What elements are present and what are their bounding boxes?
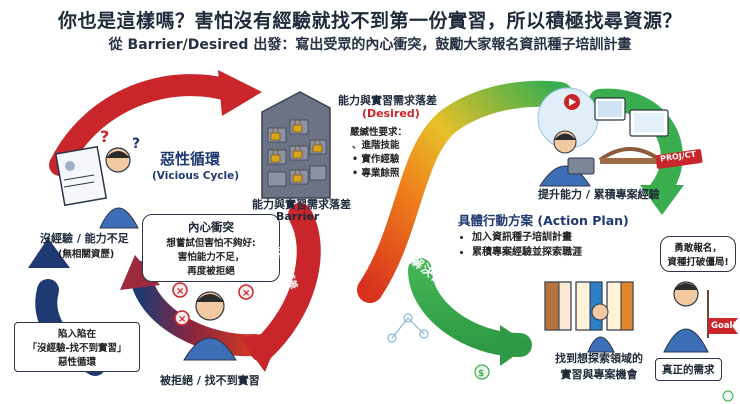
doors-illustration — [544, 281, 634, 353]
desired-requirement-2: • 實作經驗 — [352, 154, 400, 165]
find-opportunity-line-2: 實習與專案機會 — [560, 368, 638, 381]
cycle-arrowhead-top — [218, 70, 262, 116]
svg-text:×: × — [176, 286, 184, 297]
page-title: 你也是這樣嗎？害怕沒有經驗就找不到第一份實習，所以積極找尋資源？ — [57, 10, 682, 32]
inner-conflict-line-1: 想嘗試但害怕不夠好: — [166, 238, 256, 249]
improve-label: 提升能力 / 累積專案經驗 — [538, 188, 660, 201]
encourage-line-2: 資種打破僵局! — [667, 257, 729, 268]
trapped-line-3: 惡性循環 — [57, 357, 96, 368]
page-subtitle: 從 Barrier/Desired 出發：寫出受眾的內心衝突，鼓勵大家報名資訊種… — [108, 37, 632, 53]
trapped-line-2: 「沒經驗-找不到實習」 — [27, 343, 127, 354]
barrier-label: Barrier — [276, 210, 320, 223]
network-icon — [387, 313, 429, 343]
money-icon: $ — [474, 364, 490, 380]
vicious-cycle-label: 惡性循環 — [160, 150, 221, 168]
no-experience-label: 沒經驗 / 能力不足 — [40, 232, 129, 245]
encourage-bubble: 勇敢報名， 資種打破僵局! — [660, 236, 736, 272]
learning-illustration — [537, 87, 669, 187]
inner-conflict-bubble: 內心衝突 想嘗試但害怕不夠好: 害怕能力不足， 再度被拒絕 — [142, 214, 280, 282]
svg-text:$: $ — [478, 369, 484, 379]
action-plan-item-1: 加入資訊種子培訓計畫 — [472, 228, 582, 243]
inner-conflict-line-3: 再度被拒絕 — [187, 266, 235, 277]
svg-text:?: ? — [132, 136, 140, 152]
desired-title: 能力與實習需求落差 — [338, 94, 437, 107]
goal-flag-label: Goal! — [711, 321, 737, 331]
encourage-line-1: 勇敢報名， — [674, 243, 722, 254]
person-rejected-icon: × × × — [172, 282, 254, 361]
person-resume-icon: ? ? — [54, 127, 140, 229]
real-need-box: 真正的需求 — [655, 358, 722, 381]
green-arrowhead-top — [640, 185, 684, 215]
barrier-gap-label: 能力與實習需求落差 — [252, 198, 351, 211]
lock-icon — [270, 119, 323, 183]
trapped-line-1: 陷入陷在 — [57, 329, 96, 340]
trapped-box: 陷入陷在 「沒經驗-找不到實習」 惡性循環 — [14, 322, 140, 372]
svg-text:×: × — [178, 314, 186, 325]
cycle-arrow-top — [49, 74, 246, 176]
desired-requirements-list: 、進階技能 • 實作經驗 • 專業餘照 — [352, 137, 400, 179]
inner-conflict-title: 內心衝突 — [188, 220, 234, 234]
cycle-arrowhead-left — [28, 238, 70, 268]
action-plan-list: 加入資訊種子培訓計畫 累積專案經驗並探索職涯 — [458, 228, 582, 258]
desired-requirement-3: • 專業餘照 — [352, 168, 400, 179]
project-tag — [655, 149, 703, 169]
action-plan-item-2: 累積專案經驗並探索職涯 — [472, 243, 582, 258]
goal-person-icon — [663, 281, 738, 353]
no-experience-sub: (無相關資歷) — [58, 249, 115, 260]
desired-requirements-title: 嚴緘性要求： — [350, 127, 408, 138]
inner-conflict-line-2: 害怕能力不足， — [177, 252, 245, 263]
solution-path-arrow — [357, 80, 573, 303]
rejected-label: 被拒絕 / 找不到實習 — [160, 374, 260, 387]
action-plan-title: 具體行動方案 (Action Plan) — [458, 213, 629, 228]
vicious-cycle-label-en: (Vicious Cycle) — [152, 170, 240, 182]
barrier-wall — [261, 91, 331, 199]
cycle-arrowhead-right — [240, 330, 282, 372]
desired-label: (Desired) — [362, 107, 420, 120]
svg-text:?: ? — [100, 127, 109, 146]
find-opportunity: 找到想探索領域的 實習與專案機會 — [534, 350, 664, 382]
desired-requirement-1: 、進階技能 — [352, 140, 400, 151]
cycle-arrow-bottom — [129, 261, 266, 357]
check-icon — [722, 390, 734, 402]
find-opportunity-line-1: 找到想探索領域的 — [555, 352, 643, 365]
svg-text:×: × — [242, 288, 250, 299]
green-arrowhead-bottom — [500, 325, 530, 366]
